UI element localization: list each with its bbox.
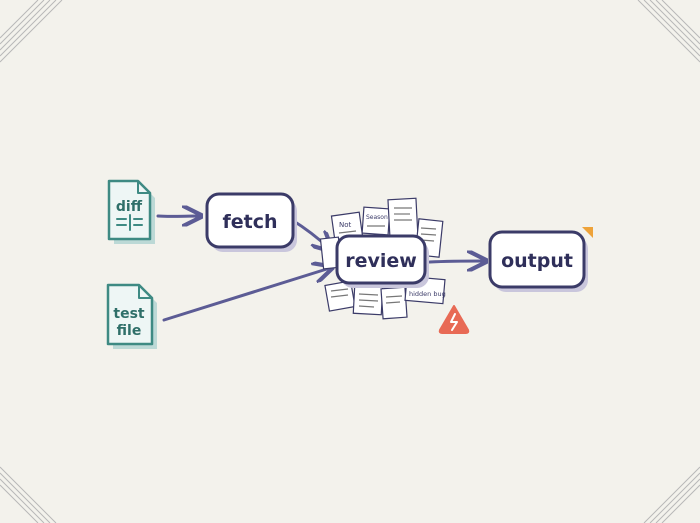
arrow-review-to-output <box>428 261 484 262</box>
corner-hatching-bottom-right <box>643 466 700 523</box>
diff-label: diff <box>116 199 143 215</box>
diff-file-icon: diff <box>107 179 155 244</box>
test-file-label-line1: test <box>113 306 145 322</box>
arrow-test-to-review <box>162 268 330 322</box>
corner-hatching-top-left <box>0 0 63 63</box>
output-label: output <box>501 250 573 272</box>
paper-note-b: Season <box>361 206 391 236</box>
corner-hatching-top-right <box>637 0 700 63</box>
paper-sheet-top <box>387 197 419 241</box>
review-paper-pile: Not Season <box>319 197 446 320</box>
accent-corner-icon <box>582 227 593 238</box>
fetch-node: fetch <box>205 192 297 252</box>
output-node: output <box>488 230 588 292</box>
corner-hatching-bottom-left <box>0 466 57 523</box>
paper-note-a-text: Not <box>339 221 352 229</box>
warning-icon <box>438 305 470 334</box>
fetch-label: fetch <box>222 211 277 233</box>
paper-note-b-text: Season <box>366 214 388 221</box>
review-label: review <box>345 250 417 272</box>
paper-sheet-bottom-left <box>324 280 356 312</box>
paper-sheet-bottom-mid <box>352 284 384 316</box>
paper-note-c-text: hidden bug <box>409 290 446 298</box>
test-file-icon: test file <box>106 283 157 349</box>
paper-sheet-bottom-right <box>380 286 408 320</box>
review-node: review <box>335 234 429 288</box>
test-file-label-line2: file <box>117 323 142 339</box>
diff-marks <box>116 214 143 231</box>
